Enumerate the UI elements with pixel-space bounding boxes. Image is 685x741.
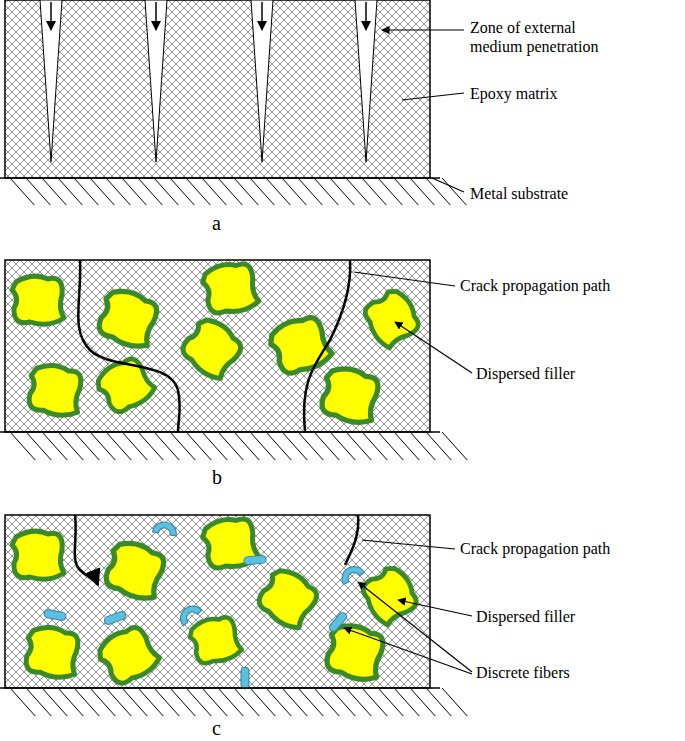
hatch-stroke <box>26 688 51 716</box>
hatch-stroke <box>426 178 450 205</box>
hatch-stroke <box>218 688 243 716</box>
hatch-stroke <box>250 688 275 716</box>
hatch-stroke <box>58 178 82 205</box>
hatch-stroke <box>106 688 131 716</box>
hatch-stroke <box>234 432 259 460</box>
hatch-stroke <box>394 432 419 460</box>
hatch-stroke <box>378 432 403 460</box>
hatch-stroke <box>298 432 323 460</box>
hatch-stroke <box>202 688 227 716</box>
hatch-stroke <box>426 688 451 716</box>
callout-label: Crack propagation path <box>460 276 660 295</box>
hatch-stroke <box>138 178 162 205</box>
hatch-stroke <box>42 178 66 205</box>
hatch-stroke <box>10 688 35 716</box>
hatch-stroke <box>314 688 339 716</box>
callout-label: Dispersed filler <box>476 607 656 626</box>
hatch-stroke <box>250 432 275 460</box>
hatch-stroke <box>170 688 195 716</box>
hatch-stroke <box>282 432 307 460</box>
hatch-stroke <box>362 432 387 460</box>
hatch-stroke <box>90 178 114 205</box>
hatch-stroke <box>266 178 290 205</box>
hatch-stroke <box>362 688 387 716</box>
hatch-stroke <box>74 178 98 205</box>
hatch-stroke <box>42 688 67 716</box>
hatch-stroke <box>154 178 178 205</box>
hatch-stroke <box>90 432 115 460</box>
hatch-stroke <box>298 178 322 205</box>
hatch-stroke <box>170 178 194 205</box>
hatch-stroke <box>154 688 179 716</box>
hatch-stroke <box>250 178 274 205</box>
hatch-stroke <box>426 432 451 460</box>
hatch-stroke <box>218 178 242 205</box>
hatch-stroke <box>26 178 50 205</box>
hatch-stroke <box>394 688 419 716</box>
hatch-stroke <box>314 178 338 205</box>
hatch-stroke <box>378 688 403 716</box>
hatch-stroke <box>266 688 291 716</box>
hatch-stroke <box>186 688 211 716</box>
panel-letter: c <box>212 719 242 738</box>
hatch-stroke <box>10 432 35 460</box>
hatch-stroke <box>346 432 371 460</box>
hatch-stroke <box>106 178 130 205</box>
hatch-stroke <box>186 178 210 205</box>
hatch-stroke <box>442 688 467 716</box>
panel-letter: b <box>212 468 242 487</box>
hatch-stroke <box>266 432 291 460</box>
hatch-stroke <box>218 432 243 460</box>
hatch-stroke <box>202 432 227 460</box>
callout-label: Discrete fibers <box>476 663 656 682</box>
hatch-stroke <box>122 688 147 716</box>
hatch-stroke <box>410 688 435 716</box>
hatch-stroke <box>58 688 83 716</box>
hatch-stroke <box>410 178 434 205</box>
hatch-stroke <box>282 688 307 716</box>
hatch-stroke <box>58 432 83 460</box>
hatch-stroke <box>122 432 147 460</box>
callout-label: Metal substrate <box>470 184 650 203</box>
hatch-stroke <box>26 432 51 460</box>
hatch-stroke <box>330 178 354 205</box>
hatch-stroke <box>234 688 259 716</box>
hatch-stroke <box>170 432 195 460</box>
hatch-stroke <box>90 688 115 716</box>
hatch-stroke <box>442 432 467 460</box>
hatch-stroke <box>122 178 146 205</box>
hatch-stroke <box>330 432 355 460</box>
hatch-stroke <box>378 178 402 205</box>
hatch-stroke <box>330 688 355 716</box>
hatch-stroke <box>202 178 226 205</box>
hatch-stroke <box>154 432 179 460</box>
callout-label: Crack propagation path <box>460 539 660 558</box>
hatch-stroke <box>346 688 371 716</box>
hatch-stroke <box>42 432 67 460</box>
hatch-stroke <box>346 178 370 205</box>
hatch-stroke <box>138 432 163 460</box>
hatch-stroke <box>74 432 99 460</box>
hatch-stroke <box>282 178 306 205</box>
hatch-stroke <box>394 178 418 205</box>
callout-label: Dispersed filler <box>476 364 656 383</box>
hatch-stroke <box>410 432 435 460</box>
hatch-stroke <box>74 688 99 716</box>
hatch-stroke <box>186 432 211 460</box>
hatch-stroke <box>314 432 339 460</box>
panel-letter: a <box>212 214 242 233</box>
callout-label: Zone of external medium penetration <box>470 18 630 56</box>
hatch-stroke <box>138 688 163 716</box>
hatch-stroke <box>10 178 34 205</box>
hatch-stroke <box>234 178 258 205</box>
callout-label: Epoxy matrix <box>470 84 650 103</box>
hatch-stroke <box>106 432 131 460</box>
hatch-stroke <box>298 688 323 716</box>
hatch-stroke <box>362 178 386 205</box>
